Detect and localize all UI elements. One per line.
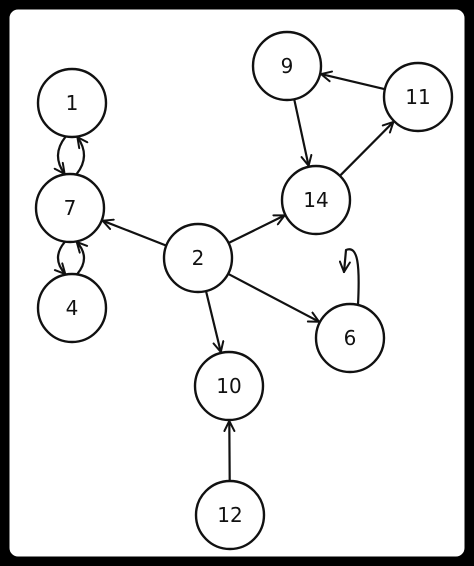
node-label-1: 1 <box>66 91 79 115</box>
edge-2-to-10 <box>204 289 225 354</box>
node-label-12: 12 <box>217 503 242 527</box>
node-circle-14 <box>280 164 352 236</box>
node-label-6: 6 <box>344 326 357 350</box>
node-circle-6 <box>314 302 386 374</box>
node-circle-2 <box>162 222 234 294</box>
node-6: 6 <box>314 302 386 374</box>
node-label-10: 10 <box>216 374 241 398</box>
node-circle-4 <box>36 272 108 344</box>
edge-2-to-14 <box>227 214 286 245</box>
node-label-4: 4 <box>66 296 79 320</box>
node-9: 9 <box>251 30 323 102</box>
node-circle-7 <box>34 172 106 244</box>
diagram-paper <box>6 6 468 560</box>
node-circle-12 <box>194 479 266 551</box>
edge-11-to-9 <box>320 70 386 91</box>
node-11: 11 <box>382 61 454 133</box>
node-label-9: 9 <box>281 54 294 78</box>
node-label-11: 11 <box>405 85 430 109</box>
node-label-2: 2 <box>192 246 205 270</box>
node-label-7: 7 <box>64 196 77 220</box>
edge-1-to-7 <box>53 135 67 175</box>
edge-14-to-11 <box>338 120 395 177</box>
edge-4-to-7 <box>75 240 89 275</box>
node-1: 1 <box>36 67 108 139</box>
node-14: 14 <box>280 164 352 236</box>
node-2: 2 <box>162 222 234 294</box>
node-10: 10 <box>193 350 265 422</box>
edge-7-to-1 <box>75 136 89 176</box>
edge-6-to-6 <box>338 248 360 307</box>
node-12: 12 <box>194 479 266 551</box>
node-circle-9 <box>251 30 323 102</box>
node-label-14: 14 <box>303 188 328 212</box>
node-7: 7 <box>34 172 106 244</box>
edge-2-to-6 <box>227 272 321 323</box>
node-circle-1 <box>36 67 108 139</box>
edge-2-to-7 <box>101 218 168 247</box>
nodes-layer: 1 7 4 9 11 14 2 6 10 12 <box>34 30 454 551</box>
edges-layer <box>53 70 395 483</box>
node-circle-10 <box>193 350 265 422</box>
edge-9-to-14 <box>293 98 313 167</box>
node-circle-11 <box>382 61 454 133</box>
node-4: 4 <box>36 272 108 344</box>
edge-7-to-4 <box>53 241 67 276</box>
